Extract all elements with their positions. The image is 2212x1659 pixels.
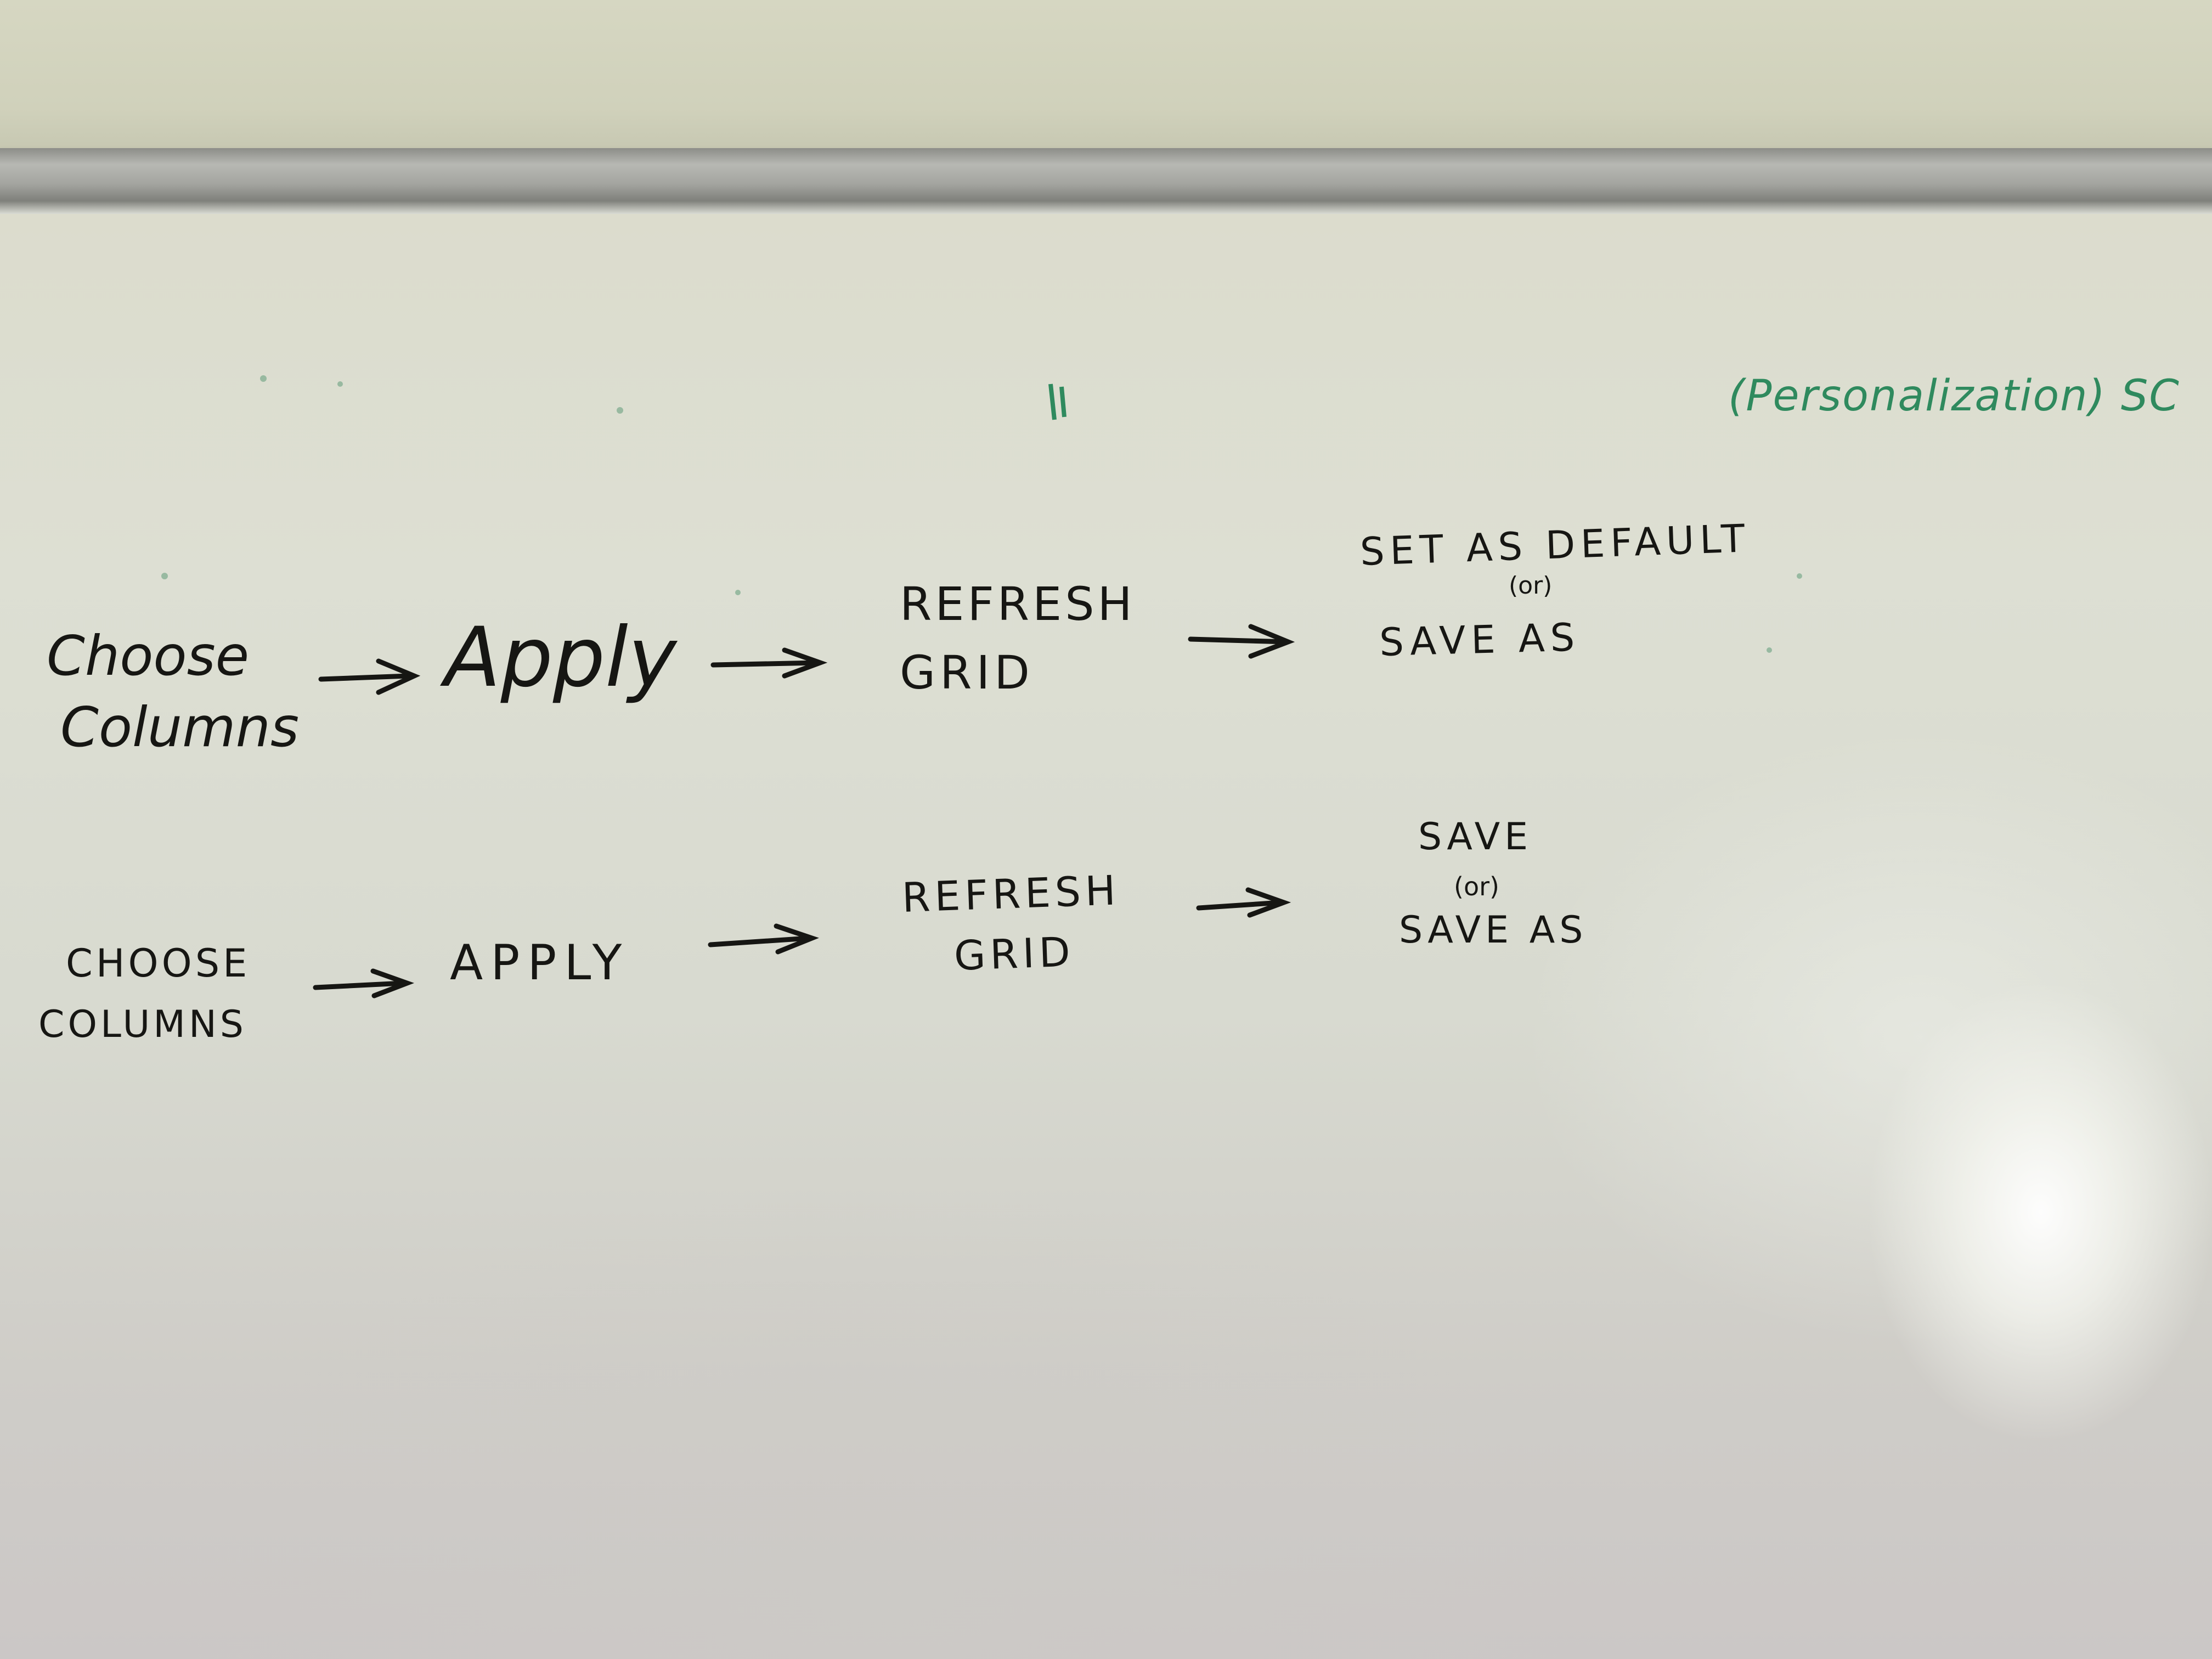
row1-arrow-3 (1188, 624, 1295, 659)
row1-columns-label: Columns (60, 695, 299, 759)
faint-green-marks (161, 375, 1802, 653)
row2-refresh-label: REFRESH (901, 867, 1121, 922)
row1-or-label: (or) (1509, 572, 1552, 600)
row2-arrow-3 (1196, 887, 1291, 918)
row2-apply-label: APPLY (450, 934, 629, 991)
row1-arrow-1 (318, 658, 421, 695)
wall (0, 0, 2212, 156)
row1-save-as-label: SAVE AS (1379, 614, 1581, 665)
flow-row-1: Choose Columns Apply REFRESH GRID SET AS… (47, 516, 1751, 759)
row1-apply-label: Apply (440, 610, 678, 706)
row2-arrow-2 (708, 923, 819, 955)
row2-arrow-1 (313, 968, 414, 998)
whiteboard-surface (0, 214, 2212, 1659)
row1-refresh-label: REFRESH (900, 577, 1136, 631)
row1-grid-label: GRID (900, 646, 1034, 699)
row2-choose-label: CHOOSE (66, 941, 250, 986)
row2-or-label: (or) (1454, 872, 1499, 901)
marker-tray (0, 148, 2212, 214)
row1-set-as-default-label: SET AS DEFAULT (1359, 516, 1751, 574)
row1-arrow-2 (710, 647, 828, 679)
top-green-text: (Personalization) SC (1728, 371, 2180, 421)
row2-save-as-label: SAVE AS (1399, 909, 1587, 952)
row2-grid-label: GRID (953, 928, 1075, 980)
row2-save-label: SAVE (1418, 815, 1532, 859)
green-checkmark (1048, 383, 1066, 420)
flow-row-2: CHOOSE COLUMNS APPLY REFRESH GRID SAVE (… (38, 815, 1587, 1046)
row2-columns-label: COLUMNS (38, 1003, 247, 1046)
row1-choose-label: Choose (47, 624, 249, 688)
